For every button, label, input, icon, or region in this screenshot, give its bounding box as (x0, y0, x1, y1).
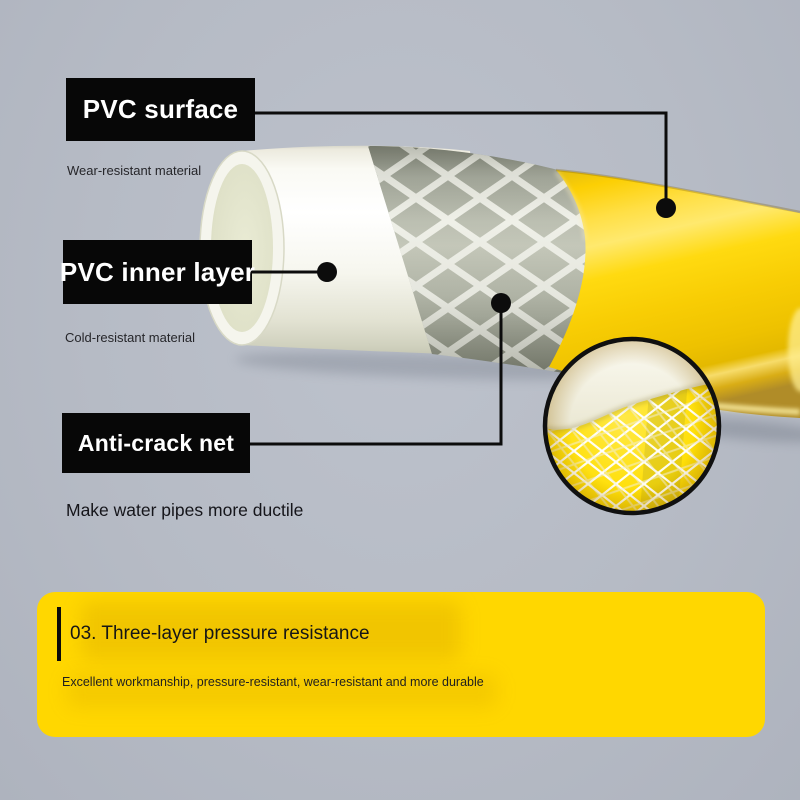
watermark-blur (81, 602, 461, 660)
caption-ductile: Make water pipes more ductile (66, 500, 304, 520)
caption-wear-resistant: Wear-resistant material (67, 163, 202, 178)
callout-dot-pvc-surface (656, 198, 676, 218)
callout-dot-pvc-inner-layer (317, 262, 337, 282)
callout-dots (317, 198, 676, 313)
callout-label-pvc-surface: PVC surface (66, 78, 255, 141)
banner-title: 03. Three-layer pressure resistance (70, 623, 370, 644)
callout-label-pvc-inner-layer: PVC inner layer (59, 240, 256, 304)
banner-subtitle: Excellent workmanship, pressure-resistan… (62, 675, 484, 689)
magnifier-ring (542, 336, 722, 516)
banner-accent-bar (57, 607, 61, 661)
callout-label-text: Anti-crack net (77, 429, 235, 456)
callout-line-pvc-surface (255, 111, 668, 208)
callout-label-text: PVC surface (82, 94, 239, 124)
magnifier-detail-circle (542, 336, 722, 516)
callout-dot-anti-crack-net (491, 293, 511, 313)
caption-cold-resistant: Cold-resistant material (65, 330, 196, 345)
callout-label-anti-crack-net: Anti-crack net (62, 413, 250, 473)
callout-line-anti-crack-net (250, 303, 503, 446)
watermark-blur (67, 674, 497, 708)
feature-banner: 03. Three-layer pressure resistance Exce… (37, 592, 765, 737)
callout-lines (250, 111, 668, 446)
callout-label-text: PVC inner layer (59, 256, 256, 287)
